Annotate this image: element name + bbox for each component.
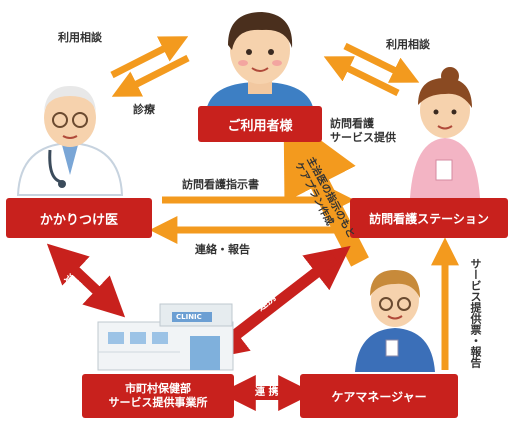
label-contact-report: 連絡・報告 bbox=[195, 243, 250, 256]
arrow-collab-doctor-rev bbox=[46, 243, 116, 309]
care-manager-illustration bbox=[355, 270, 435, 372]
label-service-report: サービス提供票・報告 bbox=[469, 258, 482, 368]
clinic-sign-text: CLINIC bbox=[176, 313, 202, 321]
arrow-collab-diag-rev bbox=[202, 253, 339, 361]
node-municipal-line1: 市町村保健部 bbox=[125, 382, 191, 395]
node-municipal: 市町村保健部 サービス提供事業所 bbox=[82, 374, 234, 418]
label-consult-right: 利用相談 bbox=[386, 38, 430, 51]
clinic-building-illustration bbox=[97, 303, 234, 371]
node-user: ご利用者様 bbox=[198, 106, 322, 142]
node-care-manager: ケアマネージャー bbox=[300, 374, 458, 418]
arrow-consult-right bbox=[343, 42, 420, 83]
arrow-nursing-service bbox=[323, 56, 400, 97]
label-examination: 診療 bbox=[133, 103, 155, 116]
node-doctor: かかりつけ医 bbox=[6, 198, 152, 238]
label-collab-bottom: 連 携 bbox=[253, 386, 281, 400]
node-station: 訪問看護ステーション bbox=[350, 198, 508, 238]
arrow-care-plan bbox=[283, 112, 369, 267]
doctor-illustration bbox=[16, 86, 124, 196]
arrow-consult-left bbox=[110, 36, 189, 79]
label-nursing-service-line1: 訪問看護 bbox=[330, 117, 374, 130]
nurse-illustration bbox=[410, 67, 480, 198]
node-municipal-line2: サービス提供事業所 bbox=[108, 396, 208, 409]
label-nursing-service-line2: サービス提供 bbox=[330, 131, 396, 144]
user-illustration bbox=[206, 12, 314, 112]
arrow-exam bbox=[111, 54, 190, 97]
label-consult-left: 利用相談 bbox=[58, 31, 102, 44]
label-instruction: 訪問看護指示書 bbox=[182, 178, 259, 191]
